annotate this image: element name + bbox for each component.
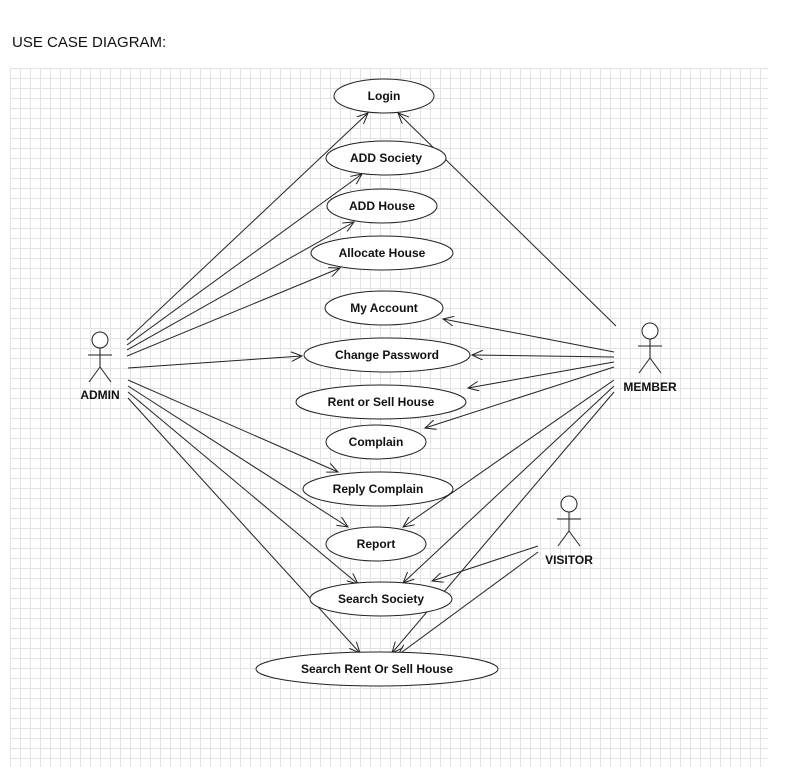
use-case-add-house-label: ADD House bbox=[349, 199, 415, 213]
use-case-change-password-label: Change Password bbox=[335, 348, 439, 362]
member-stick-figure-icon bbox=[638, 322, 662, 374]
use-case-my-account[interactable]: My Account bbox=[324, 290, 444, 326]
actor-visitor[interactable]: VISITOR bbox=[545, 495, 593, 567]
use-case-search-society[interactable]: Search Society bbox=[309, 581, 453, 617]
use-case-add-society-label: ADD Society bbox=[350, 151, 422, 165]
member-associations bbox=[392, 113, 617, 653]
visitor-stick-figure-icon bbox=[557, 495, 581, 547]
use-case-rent-or-sell-house[interactable]: Rent or Sell House bbox=[295, 384, 467, 420]
actor-member-label: MEMBER bbox=[623, 380, 677, 394]
use-case-report-label: Report bbox=[357, 537, 396, 551]
use-case-login[interactable]: Login bbox=[333, 78, 435, 114]
actor-admin-label: ADMIN bbox=[80, 388, 119, 402]
admin-associations bbox=[126, 113, 368, 653]
admin-search-rent-or-sell-house-arrow bbox=[127, 397, 360, 653]
admin-login-arrow bbox=[126, 113, 368, 341]
use-case-my-account-label: My Account bbox=[350, 301, 418, 315]
use-case-allocate-house[interactable]: Allocate House bbox=[310, 235, 454, 271]
admin-add-society-arrow bbox=[126, 174, 362, 346]
use-case-add-house[interactable]: ADD House bbox=[326, 188, 438, 224]
visitor-search-society-arrow bbox=[432, 545, 539, 581]
actor-admin[interactable]: ADMIN bbox=[80, 331, 120, 402]
admin-reply-complain-arrow bbox=[127, 379, 338, 472]
member-change-password-arrow bbox=[472, 355, 615, 357]
admin-change-password-arrow bbox=[127, 356, 302, 369]
actor-visitor-label: VISITOR bbox=[545, 553, 593, 567]
use-case-report[interactable]: Report bbox=[325, 526, 427, 562]
member-complain-arrow bbox=[425, 366, 615, 428]
use-case-search-rent-or-sell-house-label: Search Rent Or Sell House bbox=[301, 662, 453, 676]
admin-report-arrow bbox=[127, 385, 348, 527]
diagram-heading: USE CASE DIAGRAM: bbox=[12, 34, 167, 51]
use-case-allocate-house-label: Allocate House bbox=[339, 246, 426, 260]
use-case-complain-label: Complain bbox=[349, 435, 404, 449]
use-case-add-society[interactable]: ADD Society bbox=[325, 140, 447, 176]
admin-search-society-arrow bbox=[127, 391, 358, 584]
member-report-arrow bbox=[403, 379, 615, 527]
admin-add-house-arrow bbox=[126, 222, 354, 351]
use-case-login-label: Login bbox=[368, 89, 401, 103]
use-case-search-society-label: Search Society bbox=[338, 592, 424, 606]
member-search-society-arrow bbox=[403, 385, 615, 583]
use-case-complain[interactable]: Complain bbox=[325, 424, 427, 460]
admin-stick-figure-icon bbox=[88, 331, 112, 383]
use-case-change-password[interactable]: Change Password bbox=[303, 337, 471, 373]
admin-allocate-house-arrow bbox=[126, 268, 340, 357]
visitor-search-rent-or-sell-house-arrow bbox=[398, 551, 539, 655]
member-rent-or-sell-house-arrow bbox=[468, 361, 615, 388]
member-search-rent-or-sell-house-arrow bbox=[392, 391, 615, 653]
visitor-associations bbox=[398, 545, 539, 655]
member-my-account-arrow bbox=[443, 319, 615, 353]
use-cases: Login ADD Society ADD House Allocate Hou… bbox=[255, 78, 499, 687]
use-case-reply-complain[interactable]: Reply Complain bbox=[302, 471, 454, 507]
actor-member[interactable]: MEMBER bbox=[623, 322, 677, 394]
use-case-search-rent-or-sell-house[interactable]: Search Rent Or Sell House bbox=[255, 651, 499, 687]
member-login-arrow bbox=[398, 113, 617, 327]
use-case-reply-complain-label: Reply Complain bbox=[333, 482, 424, 496]
use-case-rent-or-sell-house-label: Rent or Sell House bbox=[328, 395, 435, 409]
